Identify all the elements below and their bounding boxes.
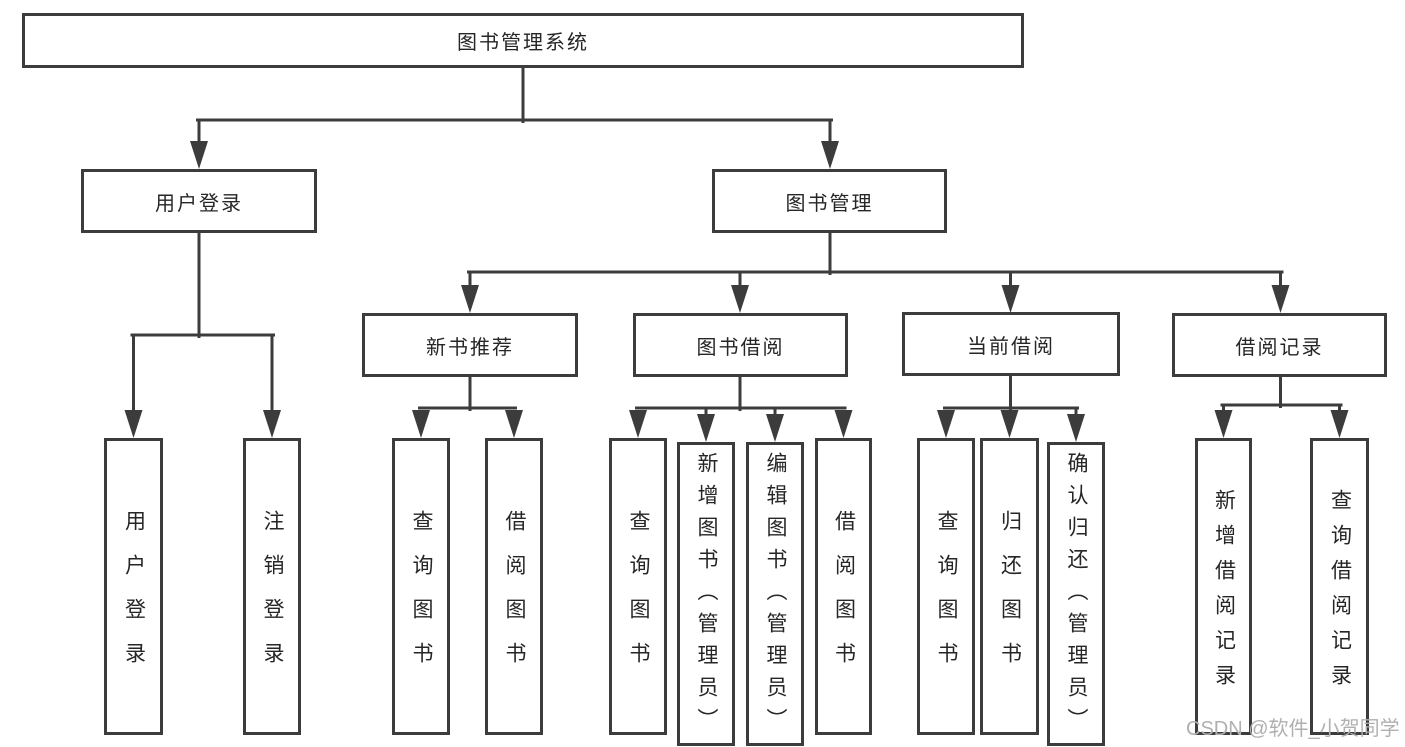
arrowhead-down-icon [937,410,955,438]
leaf-borrow-books: 借阅图书 [815,438,872,735]
leaf-label: 借阅图书 [832,510,856,686]
node-label: 当前借阅 [967,335,1055,358]
leaf-edit-books-admin: 编辑图书（管理员） [746,442,804,746]
leaf-add-borrowing-record: 新增借阅记录 [1195,438,1252,735]
node-label: 图书管理系统 [457,32,589,54]
leaf-label: 新增图书（管理员） [695,452,718,740]
node-new-book-recommendation: 新书推荐 [362,313,578,377]
leaf-query-books-current: 查询图书 [917,438,975,735]
arrowhead-down-icon [1330,410,1349,438]
arrowhead-down-icon [1000,410,1019,438]
node-borrowing-records: 借阅记录 [1172,313,1387,377]
arrowhead-down-icon [766,414,784,442]
arrowhead-down-icon [190,141,208,169]
leaf-label: 查询图书 [627,510,650,686]
arrowhead-down-icon [629,410,647,438]
arrowhead-down-icon [1214,410,1233,438]
arrowhead-down-icon [821,141,839,169]
node-book-management-system: 图书管理系统 [22,13,1024,68]
node-label: 图书管理 [785,192,874,215]
leaf-confirm-return-admin: 确认归还（管理员） [1047,442,1105,746]
leaf-query-books-borrowing: 查询图书 [609,438,667,735]
arrowhead-down-icon [1067,414,1085,442]
leaf-query-books-recommendation: 查询图书 [392,438,450,735]
node-current-borrowing: 当前借阅 [902,312,1120,376]
node-label: 新书推荐 [426,336,514,359]
arrowhead-down-icon [263,410,281,438]
leaf-label: 确认归还（管理员） [1065,452,1088,740]
arrowhead-down-icon [834,410,853,438]
leaf-label: 新增借阅记录 [1212,488,1236,699]
arrowhead-down-icon [124,410,143,438]
leaf-label: 查询图书 [935,510,958,686]
leaf-return-books: 归还图书 [980,438,1039,735]
node-book-borrowing: 图书借阅 [633,313,848,377]
leaf-label: 编辑图书（管理员） [764,452,787,740]
node-user-login: 用户登录 [81,169,317,233]
leaf-label: 借阅图书 [503,510,526,686]
arrowhead-down-icon [731,285,749,313]
node-label: 图书借阅 [696,336,785,359]
leaf-borrow-books-recommendation: 借阅图书 [485,438,543,735]
csdn-watermark: CSDN @软件_小贺同学 [1186,718,1400,740]
leaf-label: 注销登录 [261,510,284,686]
leaf-label: 归还图书 [998,510,1022,686]
leaf-user-login: 用户登录 [104,438,163,735]
arrowhead-down-icon [412,410,430,438]
leaf-label: 查询借阅记录 [1328,488,1352,699]
arrowhead-down-icon [505,410,523,438]
leaf-add-books-admin: 新增图书（管理员） [677,442,735,746]
leaf-logout: 注销登录 [243,438,301,735]
arrowhead-down-icon [697,414,715,442]
node-book-management: 图书管理 [712,169,947,233]
node-label: 借阅记录 [1235,336,1324,359]
leaf-label: 查询图书 [410,510,433,686]
node-label: 用户登录 [155,192,243,215]
leaf-label: 用户登录 [122,510,146,686]
leaf-query-borrowing-record: 查询借阅记录 [1310,438,1369,735]
arrowhead-down-icon [1271,285,1290,313]
arrowhead-down-icon [1001,285,1020,313]
arrowhead-down-icon [461,285,479,313]
